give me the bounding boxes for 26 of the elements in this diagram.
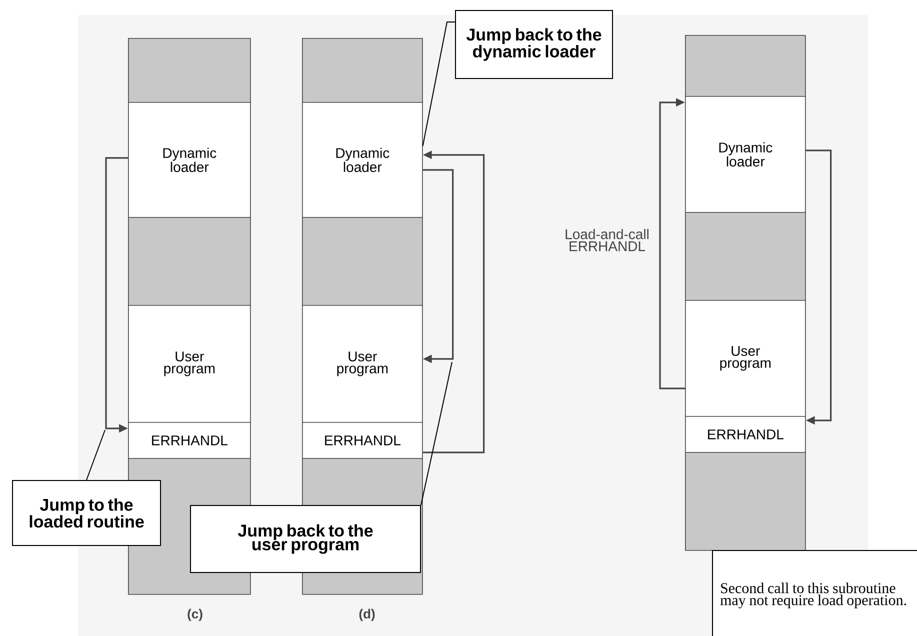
callout-box: Jump back to the dynamic loader xyxy=(455,10,613,79)
shaded-block xyxy=(685,212,806,301)
memory-block: ERRHANDL xyxy=(685,416,806,453)
memory-block: Dynamic loader xyxy=(128,102,251,218)
shaded-block xyxy=(685,35,806,97)
callout-box: Jump to the loaded routine xyxy=(12,480,161,546)
shaded-block xyxy=(302,38,423,103)
shaded-block xyxy=(128,217,251,306)
arrow xyxy=(659,98,685,390)
memory-block: ERRHANDL xyxy=(302,422,423,459)
figure-label: (c) xyxy=(188,608,202,622)
shaded-block xyxy=(302,217,423,306)
arrow-label: Load-and-call ERRHANDL xyxy=(566,228,648,252)
arrow xyxy=(422,169,454,364)
note-box: Second call to this subroutine may not require load operation. xyxy=(712,550,917,636)
memory-block: Dynamic loader xyxy=(685,96,806,213)
shaded-block xyxy=(685,452,806,551)
leader-line xyxy=(86,430,106,480)
callout-box: Jump back to the user program xyxy=(190,505,421,573)
figure-label: (d) xyxy=(359,608,375,622)
memory-block: ERRHANDL xyxy=(128,422,251,459)
arrow xyxy=(806,150,832,425)
shaded-block xyxy=(128,38,251,103)
leader-line xyxy=(422,22,456,146)
memory-block: Dynamic loader xyxy=(302,102,423,218)
leader-line xyxy=(420,362,452,506)
